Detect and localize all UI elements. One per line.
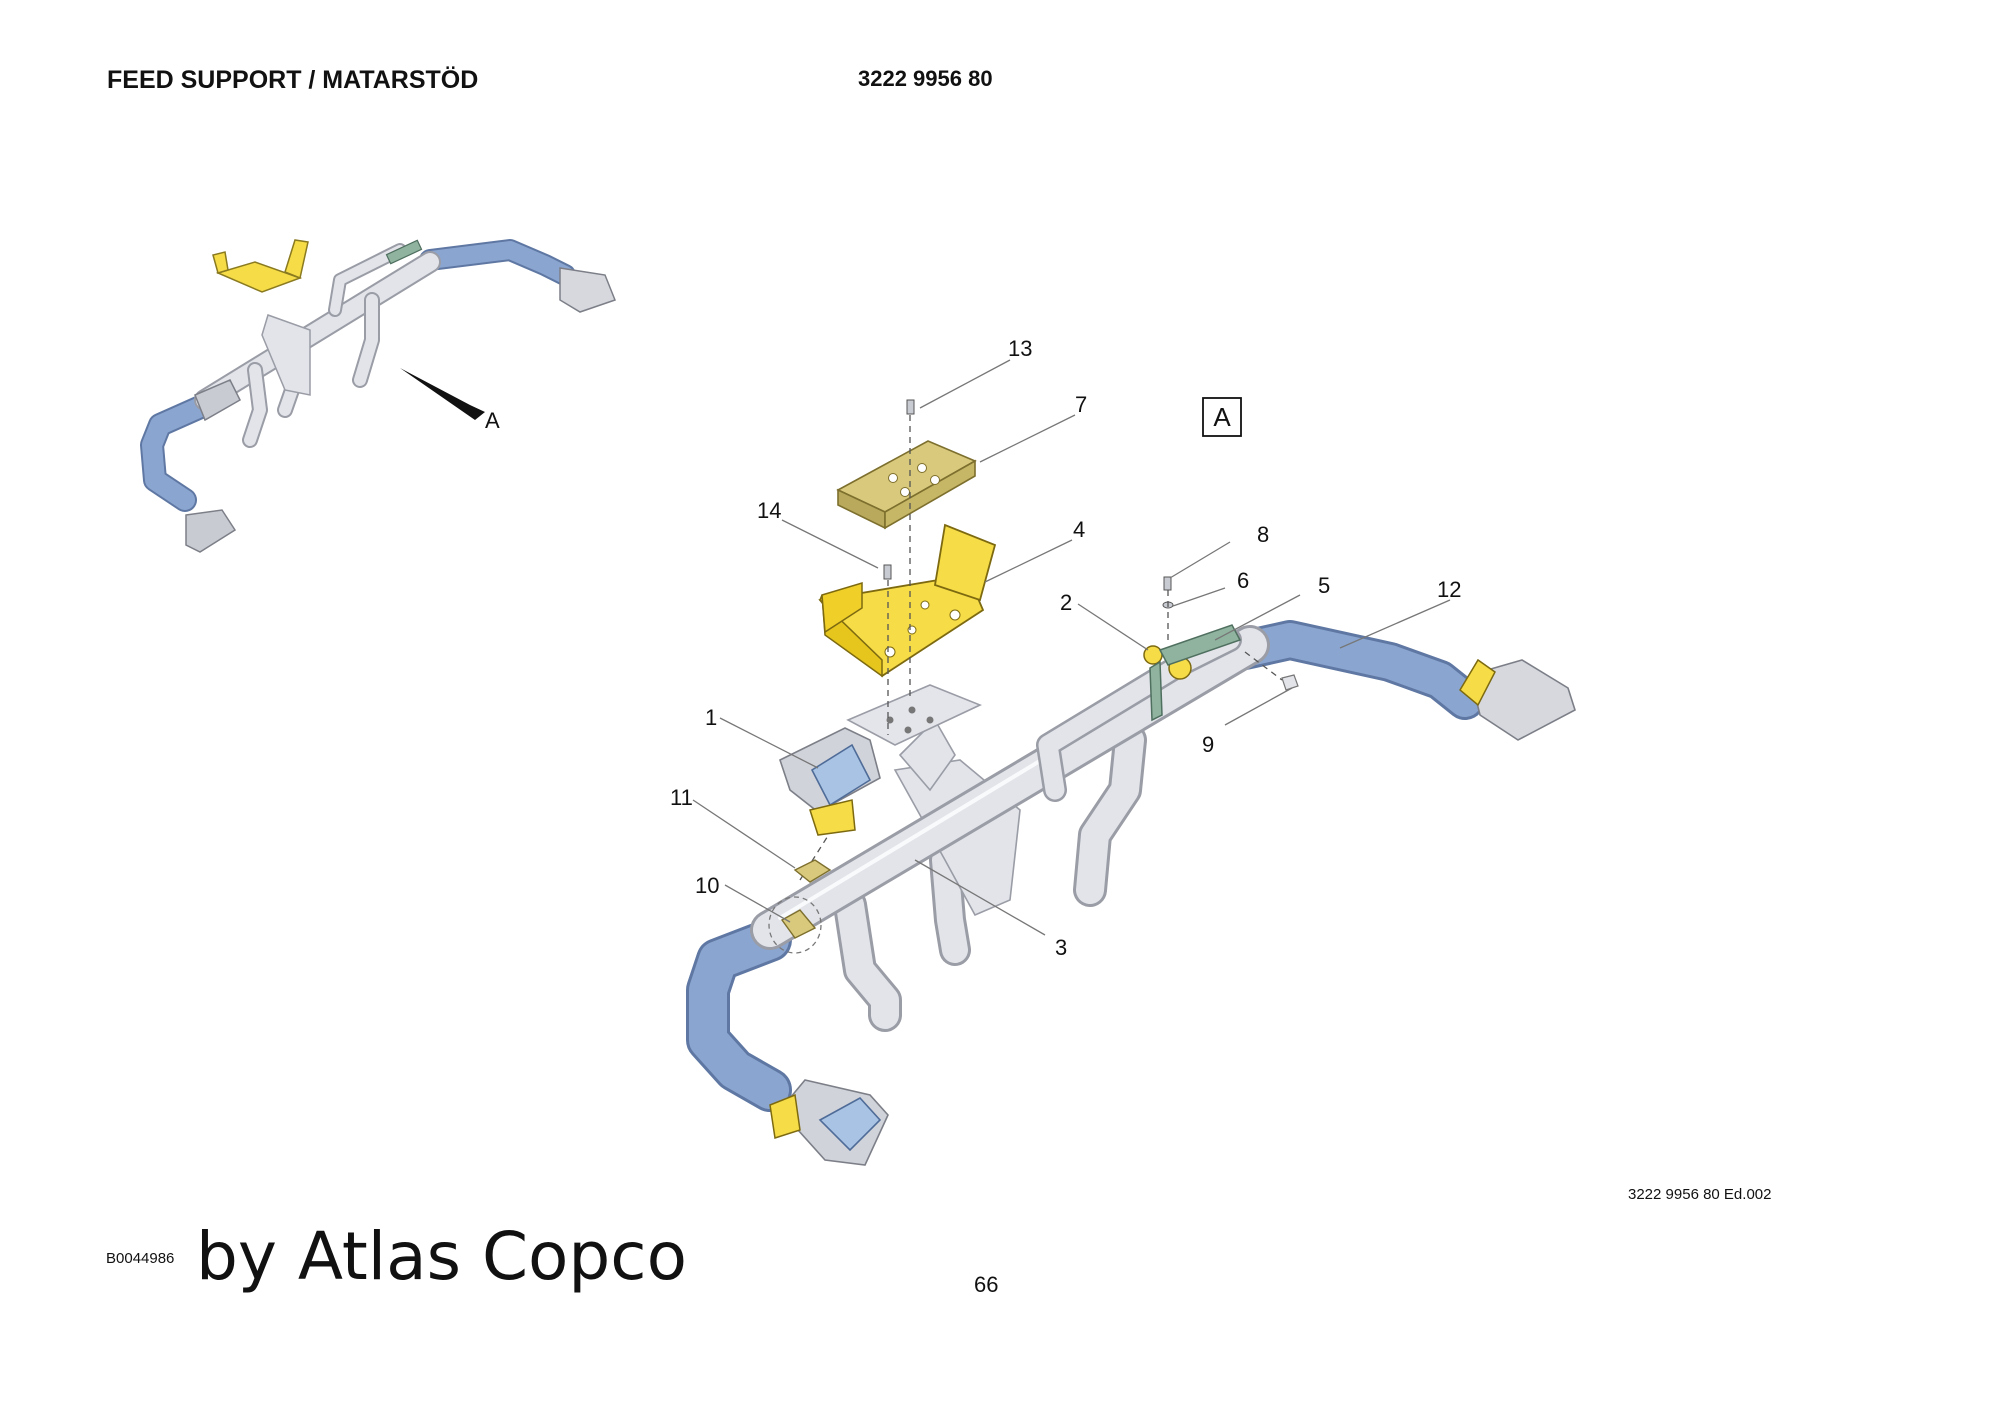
callout-5: 5	[1318, 573, 1330, 598]
drawing-id: B0044986	[106, 1250, 175, 1267]
callout-4: 4	[1073, 517, 1085, 542]
callout-1: 1	[705, 705, 717, 730]
callout-11: 11	[670, 785, 693, 810]
callout-2: 2	[1060, 590, 1072, 615]
callout-7: 7	[1075, 392, 1087, 417]
part-number: 3222 9956 80	[858, 66, 993, 91]
callout-13: 13	[1008, 336, 1032, 361]
callout-10: 10	[695, 873, 719, 898]
view-arrow-label: A	[485, 408, 500, 433]
callout-leaders	[692, 359, 1451, 936]
callout-9: 9	[1202, 732, 1214, 757]
callout-6: 6	[1237, 568, 1249, 593]
page-number: 66	[974, 1272, 999, 1297]
callout-8: 8	[1257, 522, 1269, 547]
view-label-box	[1202, 397, 1242, 437]
page-title: FEED SUPPORT / MATARSTÖD	[107, 66, 479, 94]
callout-3: 3	[1055, 935, 1067, 960]
callout-12: 12	[1437, 577, 1461, 602]
edition-label: 3222 9956 80 Ed.002	[1628, 1186, 1772, 1203]
detail-assembly	[686, 399, 1576, 1166]
brand-watermark: by Atlas Copco	[196, 1218, 687, 1295]
view-label: A	[1213, 402, 1231, 432]
overview-assembly	[140, 239, 616, 553]
callout-14: 14	[757, 498, 781, 523]
